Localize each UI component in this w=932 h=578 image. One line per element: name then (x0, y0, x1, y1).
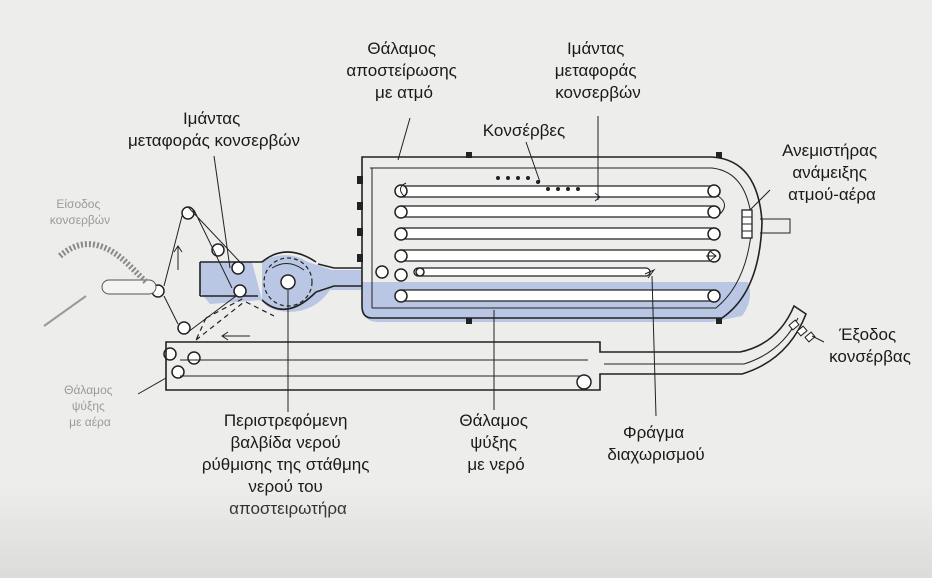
steam-chamber-body (361, 156, 763, 319)
roller (707, 289, 721, 303)
exit-cans (788, 319, 816, 343)
can (556, 187, 560, 191)
roller (394, 268, 408, 282)
flange (357, 254, 363, 262)
cooling-outer-wall (165, 304, 807, 391)
exit-can (788, 319, 800, 331)
label-partition: Φράγμα διαχωρισμού (607, 423, 704, 464)
roller (576, 374, 592, 390)
roller (181, 206, 195, 220)
roller (233, 284, 247, 298)
belt-row (413, 267, 651, 277)
belt-row (395, 289, 721, 302)
leader-conveyor-left (213, 155, 231, 269)
water-region-main (362, 282, 750, 322)
leader-steam-chamber (397, 117, 411, 161)
valve-to-chamber-pipe (315, 263, 362, 293)
leader-fan (749, 189, 771, 211)
cooling-outer-belt (604, 317, 799, 365)
roller (171, 365, 185, 379)
water-region-inlet (200, 262, 262, 304)
label-faded-left-bottom: Θάλαμος ψύξης με αέρα (64, 383, 116, 429)
can (526, 176, 530, 180)
flange (716, 152, 722, 158)
inlet-faded-chute (58, 241, 149, 285)
label-conveyor-top: Ιμάντας μεταφοράς κονσερβών (555, 39, 642, 102)
flange (357, 202, 363, 210)
mixing-fan (741, 209, 791, 239)
label-exit: Έξοδος κονσέρβας (829, 325, 911, 366)
inlet-feeder-belt (101, 279, 157, 295)
label-fan: Ανεμιστήρας ανάμειξης ατμού-αέρα (782, 141, 882, 204)
exit-can (804, 331, 816, 343)
roller (707, 184, 721, 198)
belt-rollers (375, 184, 721, 303)
inlet-left-arrow (221, 331, 250, 341)
roller (187, 351, 201, 365)
flange (716, 318, 722, 324)
roller (707, 227, 721, 241)
can (576, 187, 580, 191)
belt-row (395, 205, 721, 218)
can (546, 187, 550, 191)
leader-exit (811, 335, 825, 343)
cans-on-belt (496, 176, 580, 191)
label-conveyor-left: Ιμάντας μεταφοράς κονσερβών (128, 109, 300, 150)
leader-faded-bottom (137, 377, 167, 395)
roller (231, 261, 245, 275)
flange (357, 176, 363, 184)
can (536, 180, 540, 184)
label-rotary-valve: Περιστρεφόμενη βαλβίδα νερού ρύθμισης τη… (202, 411, 374, 518)
roller (394, 289, 408, 303)
can (506, 176, 510, 180)
roller (394, 205, 408, 219)
cooling-chamber (165, 304, 816, 391)
inlet-pipe (200, 261, 262, 297)
leader-cans (525, 141, 541, 183)
valve-hub (280, 274, 296, 290)
flange (357, 228, 363, 236)
label-faded-left-top: Είσοδος κονσερβών (50, 197, 110, 227)
arrow-partition (644, 268, 656, 279)
chamber-flanges (357, 152, 722, 324)
arrow-left-curl (400, 182, 407, 197)
can (516, 176, 520, 180)
roller (394, 249, 408, 263)
flange (466, 318, 472, 324)
inlet-faded-support (43, 295, 87, 327)
roller (375, 265, 389, 279)
can (496, 176, 500, 180)
inlet-section (43, 206, 275, 379)
fan-motor (760, 218, 791, 234)
roller (707, 205, 721, 219)
belt-row (395, 227, 721, 240)
leader-lines (137, 116, 825, 417)
flange (466, 152, 472, 158)
roller (415, 267, 425, 277)
inlet-belt (163, 206, 241, 333)
exit-can (796, 325, 808, 337)
label-cooling-chamber: Θάλαμος ψύξης με νερό (459, 411, 532, 474)
arrow-bottom-right (706, 251, 717, 261)
inlet-dashed-path (195, 297, 275, 341)
label-cans: Κονσέρβες (483, 121, 565, 140)
valve-rotation-arrow (271, 263, 305, 271)
leader-partition (651, 275, 657, 417)
inner-conveyor-belts (395, 185, 721, 302)
roller (163, 347, 177, 361)
label-steam-chamber: Θάλαμος αποστείρωσης με ατμό (346, 39, 461, 102)
inlet-up-arrow (173, 245, 183, 270)
can (566, 187, 570, 191)
belt-row (395, 249, 721, 262)
arrow-right-curl (717, 195, 725, 215)
roller (177, 321, 191, 335)
roller (394, 227, 408, 241)
cooling-inner-belt (180, 359, 588, 377)
